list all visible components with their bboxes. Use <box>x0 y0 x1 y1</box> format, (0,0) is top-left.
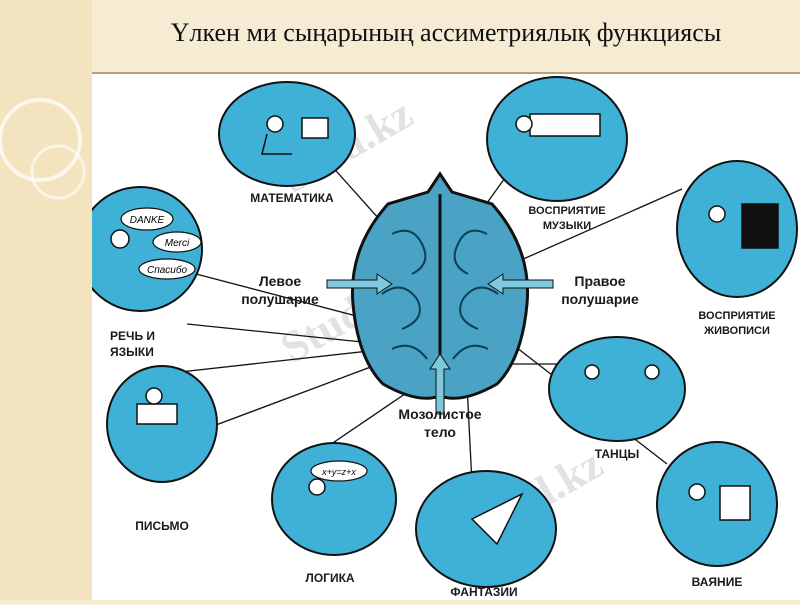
label-music: ВОСПРИЯТИЕ <box>528 205 605 217</box>
label-writing: ПИСЬМО <box>135 519 189 533</box>
connector-line <box>466 383 473 485</box>
bubble-spasibo <box>138 258 196 280</box>
sculptor-sketch <box>688 483 706 501</box>
label-speech: РЕЧЬ И <box>110 329 155 343</box>
left-arrow <box>326 273 393 295</box>
slide-title: Үлкен ми сыңарының ассиметриялық функция… <box>170 18 722 47</box>
label-corpus-callosum: тело <box>424 424 456 440</box>
right-arrow <box>487 273 554 295</box>
slide-title-bar: Үлкен ми сыңарының ассиметриялық функция… <box>92 0 800 74</box>
label-sculpture: ВАЯНИЕ <box>692 575 743 589</box>
figure-sketches <box>110 113 779 546</box>
left-decor-panel <box>0 0 92 600</box>
label-right-hemisphere: Правое <box>574 273 625 289</box>
bubble-xyz <box>310 460 368 482</box>
label-left-hemisphere: Левое <box>259 273 302 289</box>
brain-fold <box>391 229 427 275</box>
computer-sketch <box>301 117 329 139</box>
decor-ring-small <box>30 144 86 200</box>
speech-bubbles: DANKE Merci Спасибо x+y=z+x <box>120 207 368 482</box>
bubble-xyz-text: x+y=z+x <box>321 467 356 477</box>
decor-ring-large <box>0 98 82 182</box>
viewer-sketch <box>708 205 726 223</box>
logic-circle <box>271 442 397 556</box>
decor-rings <box>0 98 86 200</box>
brain-fold <box>452 344 489 360</box>
label-speech: ЯЗЫКИ <box>110 345 154 359</box>
speaker-sketch <box>110 229 130 249</box>
label-left-hemisphere: полушарие <box>241 291 319 307</box>
paper-sketch <box>136 403 178 425</box>
bubble-danke-text: DANKE <box>130 215 165 226</box>
listener-sketch <box>515 115 533 133</box>
label-dance: ТАНЦЫ <box>595 447 639 461</box>
hemisphere-arrows <box>326 273 554 415</box>
function-labels: МАТЕМАТИКА ВОСПРИЯТИЕ МУЗЫКИ РЕЧЬ И ЯЗЫК… <box>110 191 776 599</box>
label-painting: ЖИВОПИСИ <box>703 325 770 337</box>
brain-fold <box>453 229 488 275</box>
dance-circle <box>548 336 686 442</box>
brain-fold <box>381 286 421 330</box>
diagram-canvas: Stud.kz Stud.kz Stud.kz <box>77 74 800 600</box>
bubble-spasibo-text: Спасибо <box>147 264 187 276</box>
hemisphere-labels: Левое полушарие Правое полушарие Мозолис… <box>241 273 639 440</box>
label-right-hemisphere: полушарие <box>561 291 639 307</box>
brain-fold <box>459 286 499 330</box>
thinker-sketch <box>308 478 326 496</box>
sculpture-circle <box>656 441 778 567</box>
music-circle <box>486 76 628 202</box>
bubble-merci <box>152 231 202 253</box>
corpus-arrow <box>429 353 451 415</box>
dancer-sketch <box>644 364 660 380</box>
statue-sketch <box>719 485 751 521</box>
label-logic: ЛОГИКА <box>305 571 355 585</box>
connector-line <box>176 268 388 325</box>
brain-diagram: Stud.kz Stud.kz Stud.kz <box>77 76 798 599</box>
label-music: МУЗЫКИ <box>543 220 591 232</box>
connector-line <box>191 358 393 435</box>
orchestra-sketch <box>529 113 601 137</box>
person-sketch <box>261 133 292 155</box>
writer-sketch <box>145 387 163 405</box>
connector-line <box>511 188 683 265</box>
painting-sketch <box>741 203 779 249</box>
label-painting: ВОСПРИЯТИЕ <box>698 310 775 322</box>
brain-fold <box>391 344 428 360</box>
bubble-merci-text: Merci <box>165 238 190 249</box>
person-sketch <box>266 115 284 133</box>
fairy-sketch <box>470 492 524 546</box>
brain-folds <box>381 229 499 360</box>
bubble-danke <box>120 207 174 231</box>
label-math: МАТЕМАТИКА <box>250 191 334 205</box>
dancer-sketch <box>584 364 600 380</box>
label-corpus-callosum: Мозолистое <box>398 406 481 422</box>
math-circle <box>218 81 356 187</box>
label-fantasy: ФАНТАЗИИ <box>450 585 517 599</box>
painting-circle <box>676 160 798 298</box>
connector-line <box>161 348 388 375</box>
connector-line <box>186 323 383 345</box>
